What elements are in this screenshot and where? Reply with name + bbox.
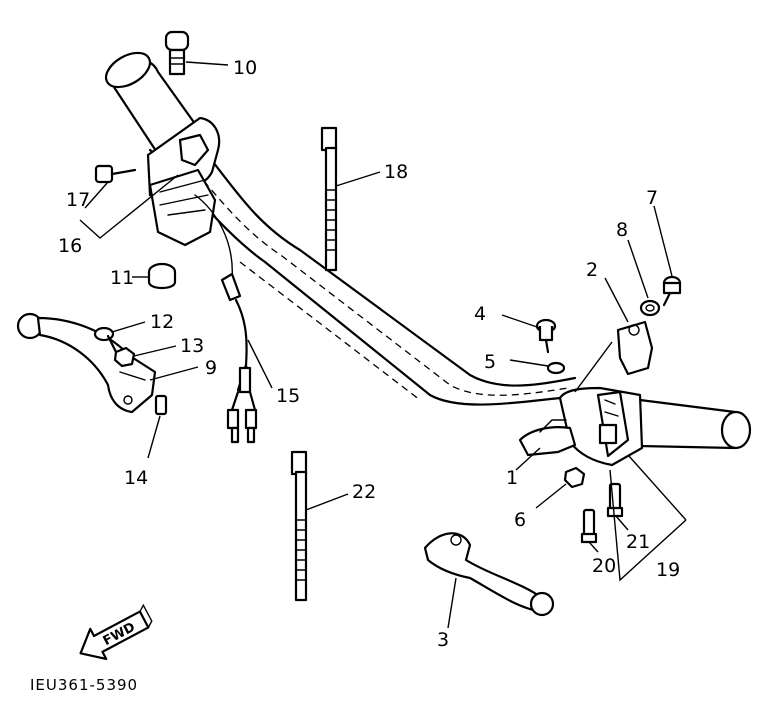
- label-16: 16: [58, 235, 82, 257]
- part-10-knob: [164, 30, 229, 76]
- part-19-throttle-assembly: [558, 386, 687, 521]
- label-12: 12: [150, 311, 174, 333]
- label-4: 4: [474, 303, 486, 325]
- part-20-screw: [580, 508, 599, 553]
- label-13: 13: [180, 335, 204, 357]
- part-5-nut: [509, 359, 566, 375]
- label-17: 17: [66, 189, 90, 211]
- drawing-code: IEU361-5390: [30, 676, 138, 694]
- label-1: 1: [506, 467, 518, 489]
- part-12-bolt: [93, 321, 146, 354]
- part-1-bracket: [515, 419, 577, 471]
- label-7: 7: [646, 187, 658, 209]
- label-21: 21: [626, 531, 650, 553]
- label-10: 10: [233, 57, 257, 79]
- label-20: 20: [592, 555, 616, 577]
- part-13-nut: [113, 345, 177, 368]
- part-18-cable-tie: [320, 126, 381, 272]
- part-11-grommet: [132, 262, 177, 290]
- label-22: 22: [352, 481, 376, 503]
- part-15-wire-harness: [220, 272, 273, 444]
- label-9: 9: [205, 357, 217, 379]
- part-2-lever-holder: [574, 277, 654, 393]
- forward-arrow-icon: FWD: [79, 603, 153, 661]
- part-22-cable-tie: [290, 450, 349, 602]
- label-6: 6: [514, 509, 526, 531]
- label-3: 3: [437, 629, 449, 651]
- part-9-clutch-lever: [16, 312, 199, 414]
- part-3-brake-lever: [423, 532, 555, 629]
- label-19: 19: [656, 559, 680, 581]
- label-2: 2: [586, 259, 598, 281]
- label-5: 5: [484, 351, 496, 373]
- part-16-leader: [79, 174, 179, 239]
- handlebar: [104, 51, 752, 450]
- left-switch-assembly: [146, 116, 233, 281]
- part-8-washer: [627, 239, 661, 317]
- part-4-pivot-bolt: [501, 314, 557, 354]
- label-14: 14: [124, 467, 148, 489]
- part-7-bolt: [653, 205, 682, 307]
- part-14-screw: [147, 394, 168, 459]
- label-8: 8: [616, 219, 628, 241]
- label-18: 18: [384, 161, 408, 183]
- part-19-leader: [609, 469, 687, 582]
- label-11: 11: [110, 267, 134, 289]
- part-17-screw: [84, 164, 137, 209]
- part-labels: 10 17 16 11 12 13 9 14 15 18 22 7 8 2 4 …: [58, 57, 680, 651]
- part-6-nut: [535, 466, 586, 509]
- part-21-screw: [606, 482, 629, 531]
- label-15: 15: [276, 385, 300, 407]
